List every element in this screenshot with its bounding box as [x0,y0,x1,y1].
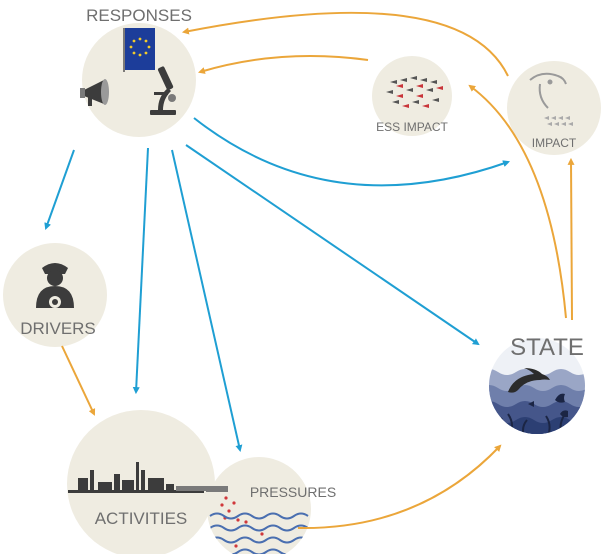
arrow-impact-to-responses [181,11,509,77]
arrow-pressures-to-state [297,444,502,530]
industry-skyline-icon [68,462,206,493]
person-icon [36,263,74,308]
arrow-responses-to-pressures [171,149,243,453]
arrow-responses-to-state [185,144,480,346]
impact-fish-school-icon [544,116,573,126]
arrow-responses-to-impact [193,117,510,187]
response-arrows [44,117,510,453]
arrow-state-to-impact [567,157,575,321]
label-impact: IMPACT [532,136,577,150]
arrow-state-to-ess-impact [468,84,567,319]
arrow-ess-impact-to-responses [197,55,369,74]
arrow-responses-to-drivers [44,149,75,230]
megaphone-icon [80,79,109,106]
cycle-arrows [61,11,575,530]
dolphin-head-icon [529,72,567,109]
impact-circle [507,61,601,155]
responses-circle [82,23,196,137]
fish-icon [528,393,568,418]
microscope-icon [150,66,176,115]
fish-school-icon [386,76,443,108]
label-activities: ACTIVITIES [95,509,188,528]
label-pressures: PRESSURES [250,484,336,500]
arrow-responses-to-activities [132,147,149,395]
label-drivers: DRIVERS [20,319,96,338]
arrow-drivers-to-activities [61,345,96,416]
label-responses: RESPONSES [86,6,192,25]
label-state: STATE [510,334,584,361]
pipe-outflow-icon [206,486,240,522]
dolphin-icon [508,368,550,393]
pollutant-dots [234,520,264,548]
label-ess-impact: ESS IMPACT [376,120,448,134]
ess-impact-circle [372,56,452,136]
eu-flag-icon [123,28,155,72]
